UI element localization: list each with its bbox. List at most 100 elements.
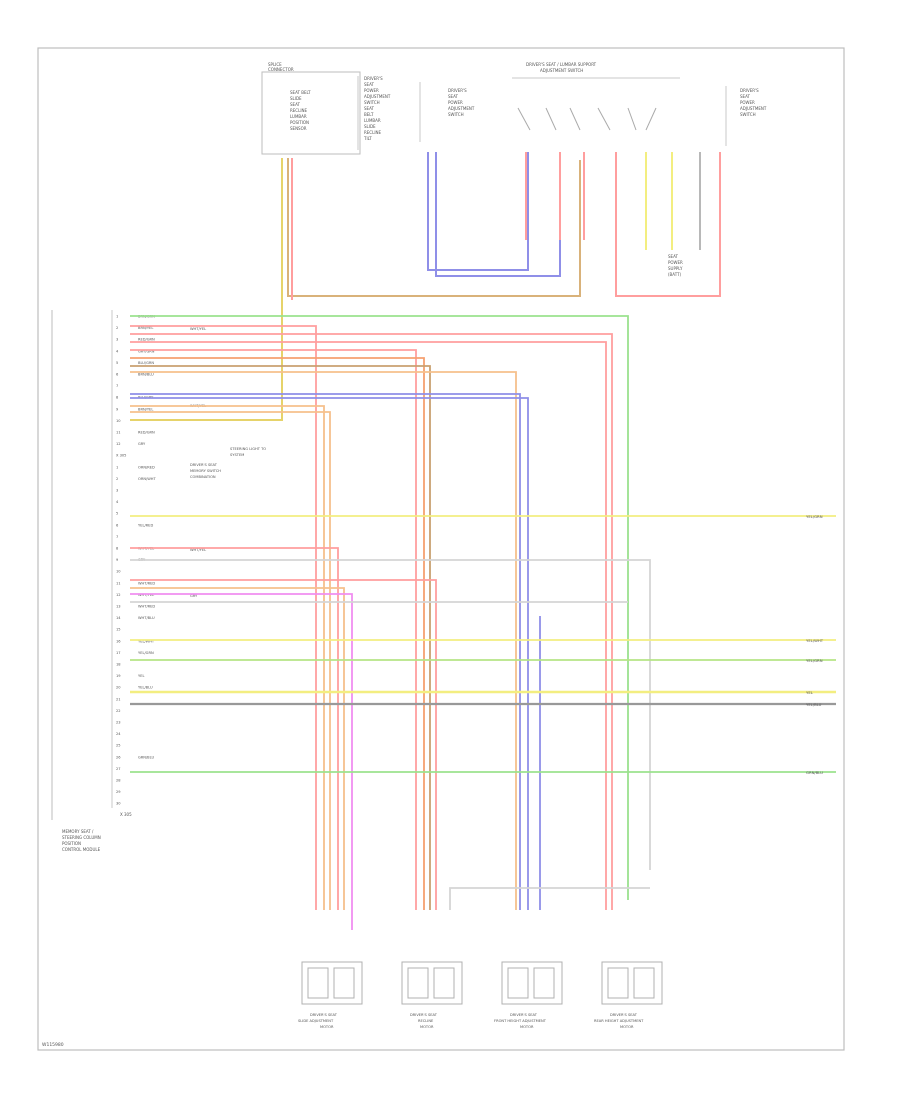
pin-number: 11 (116, 581, 121, 585)
pin-number: 21 (116, 697, 121, 701)
module-caption-4: CONTROL MODULE (62, 847, 101, 852)
motor-front-height: DRIVER'S SEAT FRONT HEIGHT ADJUSTMENT MO… (494, 961, 563, 1029)
pin-number: 8 (116, 396, 119, 400)
motor-label: MOTOR (420, 1025, 434, 1029)
motor-slide: DRIVER'S SEAT SLIDE ADJUSTMENT MOTOR (298, 961, 363, 1029)
c-header-1: DRIVER'S SEAT / LUMBAR SUPPORT (526, 62, 597, 67)
pin-wire-label: RED/GRN (138, 431, 155, 435)
module-caption-3: POSITION (62, 841, 81, 846)
pin-wire-label: BRN/YEL (138, 407, 153, 411)
b-line: POWER (448, 100, 463, 105)
pin-wire-label: ORN/WHT (138, 477, 156, 481)
note-gry: GRY (190, 594, 198, 598)
top-connector-a-line: SLIDE (290, 96, 302, 101)
pin-wire-label: BRN/BLU (138, 373, 154, 377)
note-cnd1: WHT/YEL (190, 327, 206, 331)
pin-wire-label: BLU/GRN (138, 361, 154, 365)
pin-wire-label: RED/GRN (138, 338, 155, 342)
harness-wires (130, 315, 836, 930)
module-caption-2: STEERING COLUMN (62, 835, 101, 840)
note-ref2: SYSTEM (230, 453, 244, 457)
b-line: ADJUSTMENT (448, 106, 475, 111)
note-ref1: STEERING LIGHT TO (230, 447, 266, 451)
pin-number: 11 (116, 431, 121, 435)
pin-wire-label: YEL/RED (138, 523, 153, 527)
pin-number: 2 (116, 326, 118, 330)
pin-number: X 305 (116, 454, 126, 458)
top-wires (130, 152, 721, 421)
pin-number: 22 (116, 709, 121, 713)
pin-number: 9 (116, 558, 119, 562)
pin-number: 14 (116, 616, 121, 620)
right-label: YEL/BLU (806, 702, 822, 707)
motor-label: DRIVER'S SEAT (610, 1013, 638, 1017)
module-bottom-pin: X 305 (120, 812, 132, 817)
d-line: ADJUSTMENT (740, 106, 767, 111)
note-ref5: COMBINATION (190, 475, 216, 479)
pin-wire-label: WHT/RED (138, 605, 155, 609)
top-connector-b: DRIVER'S SEAT POWER ADJUSTMENT SWITCH (419, 82, 475, 142)
motor-label: FRONT HEIGHT ADJUSTMENT (494, 1019, 547, 1023)
pin-number: 18 (116, 663, 121, 667)
pin-number: 5 (116, 512, 118, 516)
pin-number: 3 (116, 338, 118, 342)
motor-label: RECLINE (418, 1019, 434, 1023)
pin-number: 8 (116, 547, 119, 551)
top-connector-a-line: RECLINE (290, 108, 308, 113)
pin-number: 10 (116, 419, 121, 423)
a-side-line: SLIDE (364, 124, 376, 129)
right-label: YEL/WHT (806, 638, 824, 643)
pin-wire-label: GRY/GRN (138, 349, 155, 353)
a-side-line: BELT (364, 112, 374, 117)
note-ref3: DRIVER'S SEAT (190, 463, 218, 467)
top-connector-c: DRIVER'S SEAT / LUMBAR SUPPORT ADJUSTMEN… (512, 62, 680, 131)
pin-number: 10 (116, 570, 121, 574)
d-line: SWITCH (740, 112, 756, 117)
pin-number: 24 (116, 732, 121, 736)
pin-number: 1 (116, 315, 118, 319)
b-line: SEAT (448, 94, 458, 99)
pin-notes: WHT/YEL WHT/YEL WHT/YEL GRY STEERING LIG… (190, 327, 266, 598)
pin-wire-label: GRY (138, 442, 146, 446)
c-header-2: ADJUSTMENT SWITCH (540, 68, 583, 73)
a-side-line: SWITCH (364, 100, 380, 105)
pin-number: 29 (116, 790, 121, 794)
top-connector-a-line: SEAT BELT (290, 90, 311, 95)
a-side-line: TILT (363, 136, 372, 141)
pin-number: 15 (116, 628, 121, 632)
pin-number: 23 (116, 721, 121, 725)
motor-label: DRIVER'S SEAT (510, 1013, 538, 1017)
pin-number: 12 (116, 593, 121, 597)
top-connector-a: SPLICE CONNECTOR SEAT BELT SLIDE SEAT RE… (261, 62, 361, 155)
note-cnd3: WHT/YEL (190, 548, 206, 552)
top-connector-a-title-1: SPLICE (268, 62, 282, 67)
e-note-line: SEAT (668, 254, 678, 259)
pin-wire-label: GRN/BLU (138, 755, 154, 759)
pin-number: 7 (116, 535, 118, 539)
a-side-line: DRIVER'S (364, 76, 383, 81)
b-line: SWITCH (448, 112, 464, 117)
top-connector-a-title-2: CONNECTOR (268, 67, 294, 72)
b-line: DRIVER'S (448, 88, 467, 93)
pin-wire-label: YEL/BLU (138, 686, 153, 690)
motor-label: MOTOR (620, 1025, 634, 1029)
pin-number: 20 (116, 686, 121, 690)
top-connector-a-line: POSITION (290, 120, 309, 125)
pin-number: 12 (116, 442, 121, 446)
pin-wire-label: YEL/GRN (138, 651, 154, 655)
right-label: GRN/BLU (806, 770, 823, 775)
pin-number: 5 (116, 361, 118, 365)
a-side-line: RECLINE (364, 130, 382, 135)
motor-label: MOTOR (320, 1025, 334, 1029)
pin-number: 6 (116, 523, 119, 527)
top-connector-d: DRIVER'S SEAT POWER ADJUSTMENT SWITCH (725, 86, 767, 146)
right-labels: YEL/GRN YEL/WHT YEL/GRN YEL YEL/BLU GRN/… (806, 514, 824, 775)
d-line: POWER (740, 100, 755, 105)
note-ref4: MEMORY SWITCH (190, 469, 221, 473)
motor-label: DRIVER'S SEAT (310, 1013, 338, 1017)
footer-code: W115980 (42, 1042, 64, 1048)
pin-number: 4 (116, 500, 119, 504)
motor-label: MOTOR (520, 1025, 534, 1029)
motor-label: DRIVER'S SEAT (410, 1013, 438, 1017)
